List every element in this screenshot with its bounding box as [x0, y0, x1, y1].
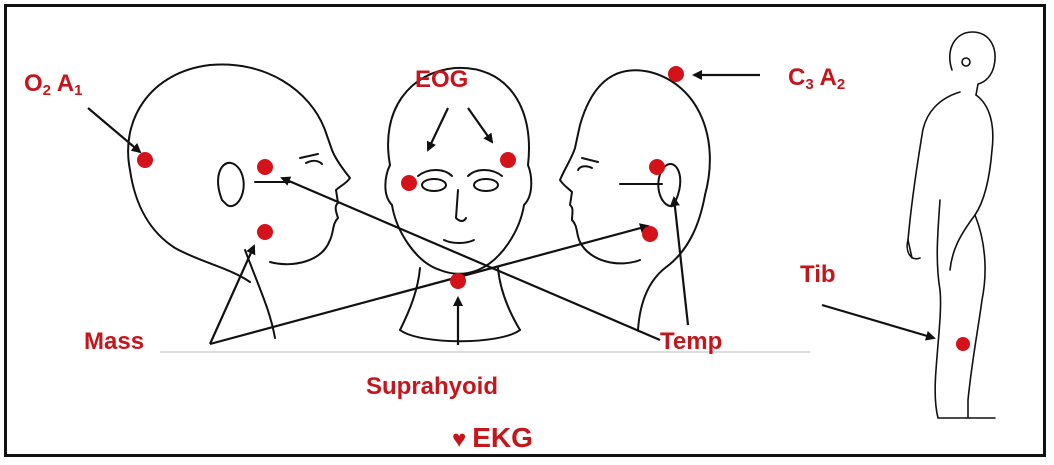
electrode-right-temp	[649, 159, 665, 175]
arrow-tib	[822, 305, 934, 338]
label-a1-text: A	[57, 70, 74, 97]
label-c3-sub: 3	[805, 76, 813, 93]
arrow-eog-left	[428, 108, 448, 150]
label-temp: Temp	[660, 330, 722, 354]
label-ekg-text: EKG	[472, 422, 533, 453]
electrode-eog-left	[401, 175, 417, 191]
electrode-o2a1	[137, 152, 153, 168]
arrow-mass-to-right	[210, 226, 648, 344]
arrow-temp-to-right	[674, 198, 688, 325]
label-a1-sub: 1	[74, 82, 82, 99]
label-o2-sub: 2	[43, 82, 51, 99]
electrode-left-temp	[257, 159, 273, 175]
electrode-tib	[956, 337, 970, 351]
arrow-eog-right	[468, 108, 492, 142]
arrow-temp-to-left	[282, 178, 660, 340]
electrode-suprahyoid	[450, 273, 466, 289]
pointer-arrows	[88, 75, 934, 345]
standing-body-figure	[907, 32, 995, 418]
electrode-c3a2	[668, 66, 684, 82]
label-o2-text: O	[24, 70, 43, 97]
label-a2-text: A	[819, 64, 836, 91]
arrow-o2a1	[88, 108, 140, 152]
label-ekg: ♥EKG	[452, 424, 533, 452]
right-head-profile	[560, 70, 710, 330]
label-tib: Tib	[800, 263, 836, 287]
heart-icon: ♥	[452, 426, 466, 453]
left-head-profile	[128, 64, 350, 338]
electrode-right-mass	[642, 226, 658, 242]
label-o2a1: O2 A1	[24, 72, 82, 98]
electrode-left-mass	[257, 224, 273, 240]
electrode-eog-right	[500, 152, 516, 168]
label-c3-text: C	[788, 64, 805, 91]
label-c3a2: C3 A2	[788, 66, 845, 92]
label-eog: EOG	[415, 68, 468, 92]
label-a2-sub: 2	[837, 76, 845, 93]
label-suprahyoid: Suprahyoid	[366, 375, 498, 399]
arrow-mass-to-left	[210, 246, 254, 344]
electrode-dots	[137, 66, 970, 351]
label-mass: Mass	[84, 330, 144, 354]
